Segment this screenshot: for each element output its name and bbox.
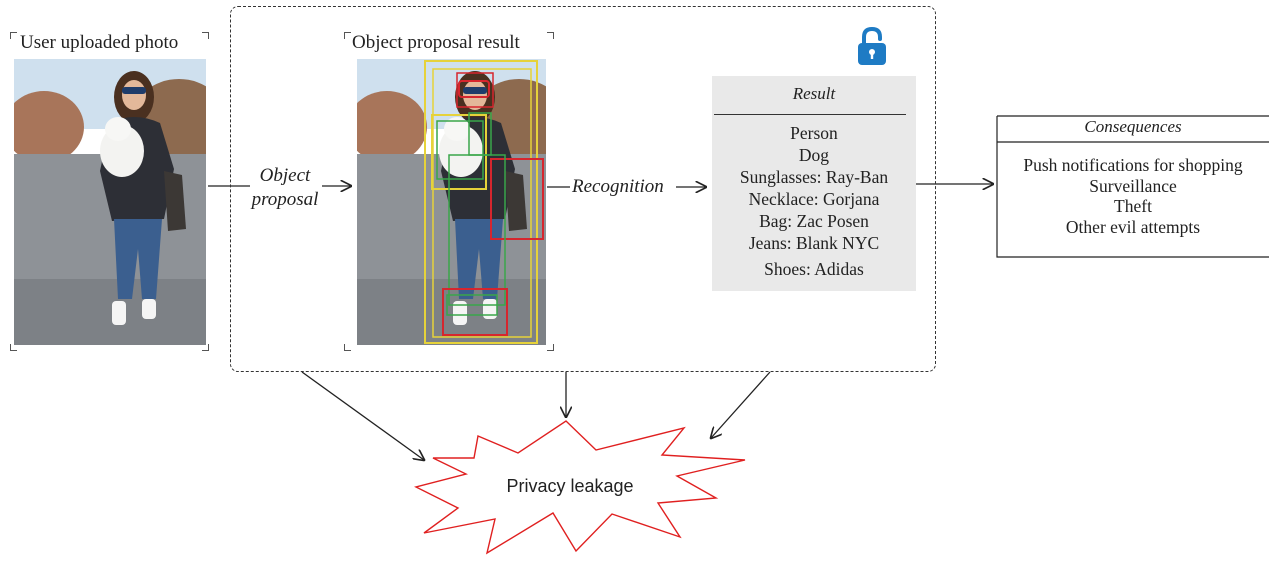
box-dog-green: [436, 120, 484, 180]
road-shade: [14, 279, 206, 345]
result-panel: Result Person Dog Sunglasses: Ray-Ban Ne…: [712, 76, 916, 291]
bracket-corner: [344, 32, 351, 39]
jeans: [114, 219, 162, 299]
shoe: [453, 301, 467, 325]
box-shoes-red: [442, 288, 508, 336]
sunglasses: [122, 87, 146, 94]
face: [122, 80, 146, 110]
consequences-list: Push notifications for shopping Surveill…: [996, 155, 1270, 237]
tree-foliage: [14, 91, 84, 163]
lock-keyhole: [869, 49, 875, 55]
bracket-corner: [10, 344, 17, 351]
result-item: Dog: [798, 145, 830, 165]
lock-icon: [856, 26, 888, 66]
consequence-item: Other evil attempts: [1065, 216, 1201, 237]
recognition-step: Recognition: [572, 176, 664, 197]
face: [463, 80, 487, 110]
bag: [164, 171, 186, 231]
lock-shackle: [862, 26, 882, 46]
consequence-item: Surveillance: [1089, 175, 1177, 196]
tree-foliage: [357, 91, 427, 163]
privacy-leakage-label: Privacy leakage: [506, 476, 634, 496]
bracket-corner: [547, 32, 554, 39]
proposal-result-label: Object proposal result: [352, 32, 520, 54]
bag: [505, 171, 527, 231]
shoe: [483, 299, 497, 319]
object-proposal-step: Object proposal: [244, 164, 326, 212]
consequences-frame: [996, 115, 1269, 258]
proposal-result-photo: [357, 59, 546, 345]
box-person-outer: [424, 60, 538, 344]
result-item: Sunglasses: Ray-Ban: [739, 167, 889, 187]
shoe: [112, 301, 126, 325]
user-photo-label: User uploaded photo: [20, 32, 178, 54]
consequence-item: Push notifications for shopping: [1023, 155, 1243, 175]
result-item: Necklace: Gorjana: [748, 189, 880, 209]
box-face: [456, 72, 494, 108]
consequences-box: Consequences Push notifications for shop…: [996, 115, 1270, 258]
result-item: Person: [790, 123, 838, 143]
result-item: Jeans: Blank NYC: [748, 233, 880, 253]
result-list: Person Dog Sunglasses: Ray-Ban Necklace:…: [712, 122, 916, 280]
user-uploaded-photo: [14, 59, 206, 345]
lock-keyhole-slot: [870, 53, 874, 59]
sunglasses: [463, 87, 487, 94]
result-item: Bag: Zac Posen: [759, 211, 869, 231]
bracket-corner: [344, 344, 351, 351]
box-bag: [490, 158, 544, 240]
result-divider: [714, 114, 906, 115]
arrow-leak-right: [711, 371, 771, 438]
box-jeans: [448, 154, 506, 306]
pipeline-dashed-box: [230, 6, 936, 372]
box-dog-yellow: [431, 114, 487, 190]
box-sunglasses: [458, 80, 490, 98]
bracket-corner: [202, 344, 209, 351]
proposal-illustration: [357, 59, 546, 345]
result-heading: Result: [792, 84, 836, 103]
arrow-leak-left: [301, 371, 424, 460]
dog-head: [105, 117, 131, 141]
lock-icon-graphic: [858, 26, 886, 65]
photo-illustration: [14, 59, 206, 345]
bracket-corner: [10, 32, 17, 39]
object-proposal-line2: proposal: [251, 189, 319, 210]
box-person-inner: [432, 68, 532, 338]
privacy-leakage-burst: [414, 420, 746, 555]
bracket-corner: [547, 344, 554, 351]
bracket-corner: [202, 32, 209, 39]
box-shoes-green: [446, 294, 498, 316]
dog-head: [444, 117, 470, 141]
consequence-item: Theft: [1114, 196, 1152, 216]
result-item: Shoes: Adidas: [764, 259, 864, 279]
object-proposal-line1: Object: [259, 165, 311, 186]
proposal-result-label-text: Object proposal result: [352, 32, 520, 53]
shoe: [142, 299, 156, 319]
consequences-frame-outline: [996, 115, 1269, 258]
consequences-heading: Consequences: [1084, 117, 1182, 136]
user-photo-label-text: User uploaded photo: [20, 32, 179, 53]
